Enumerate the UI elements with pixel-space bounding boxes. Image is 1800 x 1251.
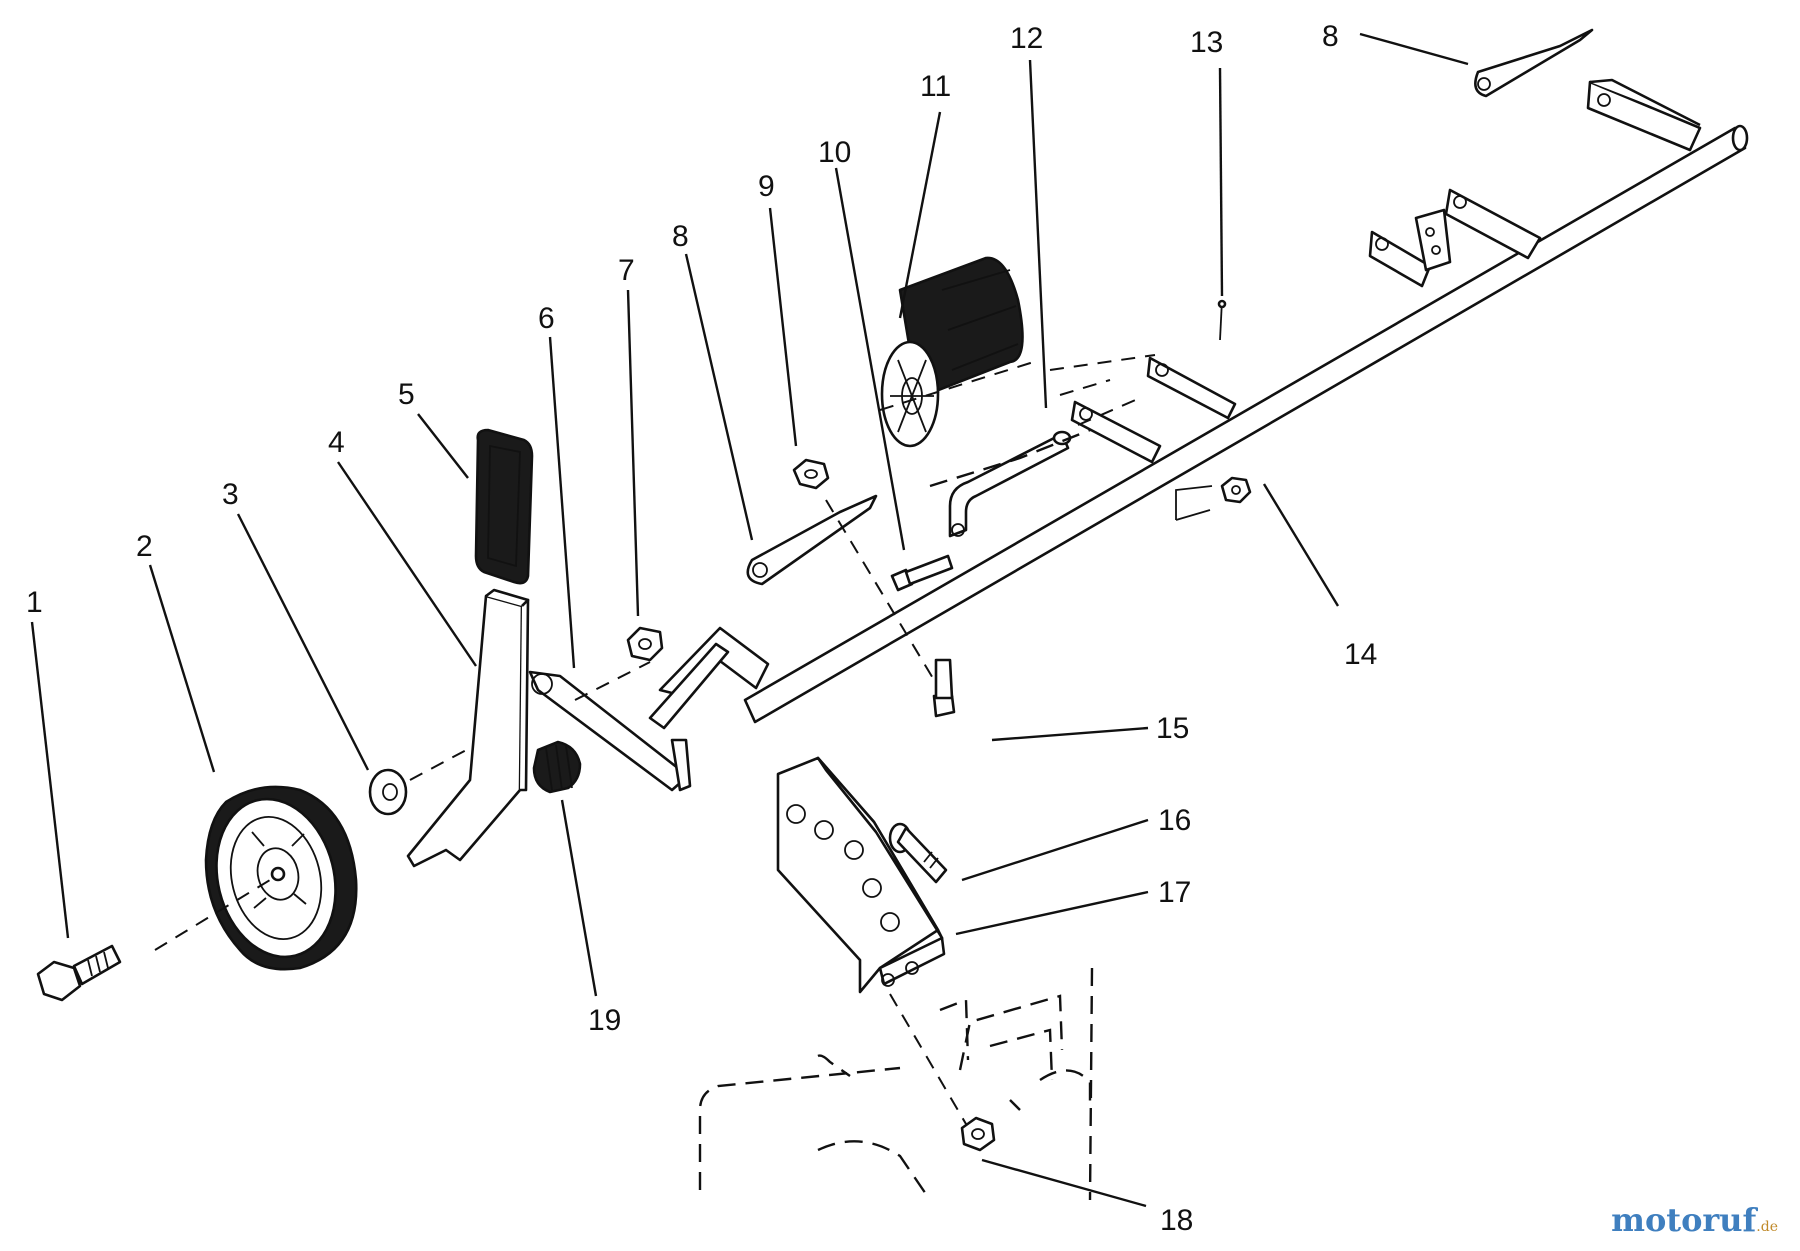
pedal-pad [474,428,534,585]
callout-17: 17 [1158,876,1191,909]
callout-19: 19 [588,1004,621,1037]
cotter-pin [1217,299,1227,341]
hairpin-clip-upper [1474,28,1594,98]
roller [879,256,1041,448]
callout-13: 13 [1190,26,1223,59]
l-rod [929,397,1141,538]
callout-labels: 1 2 3 4 5 6 7 8 8 9 10 11 12 13 14 15 16… [26,20,1377,1237]
callout-10: 10 [818,136,851,169]
callout-5: 5 [398,378,415,411]
axis-line-15 [825,499,941,691]
watermark-brand: motoruf [1611,1201,1757,1239]
carriage-bolt [888,822,948,884]
washer [368,768,408,816]
callout-16: 16 [1158,804,1191,837]
mounting-bracket [776,756,946,994]
frame-tube [743,124,1749,724]
wheel [204,785,358,971]
bolt-15 [932,658,956,718]
callout-7: 7 [618,254,635,287]
nut-14 [1175,476,1252,521]
nut-18 [960,1116,996,1152]
leader-lines [30,32,1469,1208]
nut-9 [792,458,830,490]
axis-line-18 [889,993,967,1125]
callout-12: 12 [1010,22,1043,55]
callout-6: 6 [538,302,555,335]
callout-4: 4 [328,426,345,459]
callout-2: 2 [136,530,153,563]
shoulder-bolt [36,944,122,1002]
bolt-10 [890,554,954,592]
hairpin-clip-lower [746,494,878,586]
tube-brackets [1049,78,1702,464]
callout-11: 11 [920,70,951,103]
axis-line-washer [409,747,471,781]
nut-7 [626,626,664,662]
spring [532,740,582,794]
callout-18: 18 [1160,1204,1193,1237]
callout-3: 3 [222,478,239,511]
callout-14: 14 [1344,638,1377,671]
watermark-suffix: .de [1756,1219,1778,1235]
callout-9: 9 [758,170,775,203]
callout-8-lower: 8 [672,220,689,253]
callout-8-upper: 8 [1322,20,1339,53]
callout-1: 1 [26,586,43,619]
chassis-ghost-outline [698,967,1094,1201]
watermark-logo: motoruf.de [1611,1201,1778,1239]
callout-15: 15 [1156,712,1189,745]
pivot-arm [528,626,770,792]
pedal-lever [406,588,530,868]
